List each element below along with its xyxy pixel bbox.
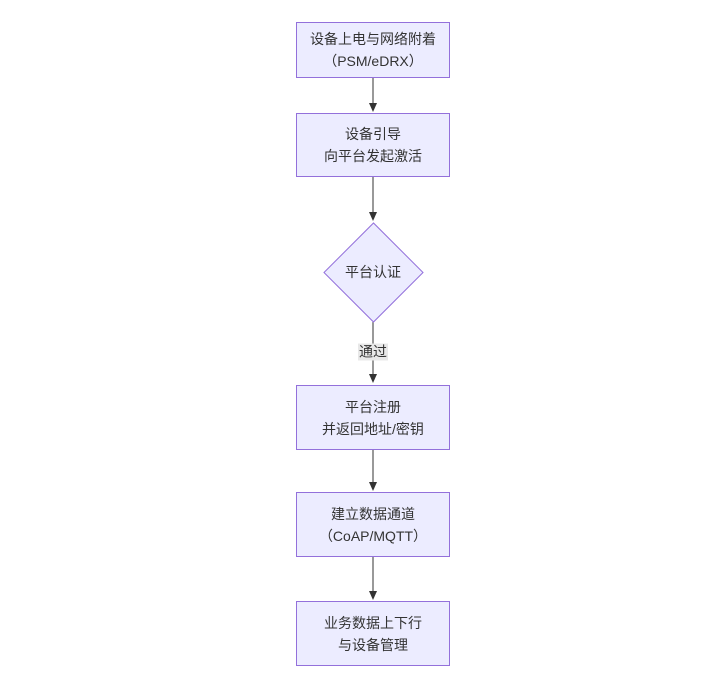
arrow-bootstrap-to-auth <box>369 177 377 221</box>
node-bootstrap: 设备引导 向平台发起激活 <box>296 113 450 177</box>
node-text-line: 业务数据上下行 <box>324 614 422 631</box>
node-text-line: 并返回地址/密钥 <box>322 420 424 437</box>
arrow-register-to-channel <box>369 450 377 491</box>
node-data-channel: 建立数据通道 （CoAP/MQTT） <box>296 492 450 557</box>
node-register: 平台注册 并返回地址/密钥 <box>296 385 450 450</box>
node-text-line: 设备引导 <box>345 126 401 142</box>
arrowhead-icon <box>369 482 377 491</box>
node-text-line: 设备上电与网络附着 <box>310 31 436 47</box>
decision-platform-auth-label: 平台认证 <box>345 264 401 280</box>
node-text-line: 向平台发起激活 <box>324 148 422 164</box>
arrow-power-to-bootstrap <box>369 78 377 112</box>
node-text-line: （CoAP/MQTT） <box>318 527 428 544</box>
node-power-attach: 设备上电与网络附着 （PSM/eDRX） <box>296 22 450 78</box>
arrow-channel-to-business <box>369 557 377 600</box>
node-text-line: 与设备管理 <box>338 636 408 653</box>
node-text-line: 建立数据通道 <box>331 505 415 522</box>
arrowhead-icon <box>369 212 377 221</box>
arrowhead-icon <box>369 591 377 600</box>
node-text-line: 平台注册 <box>345 398 401 415</box>
node-text-line: （PSM/eDRX） <box>323 53 423 69</box>
node-business-data: 业务数据上下行 与设备管理 <box>296 601 450 666</box>
arrowhead-icon <box>369 374 377 383</box>
arrowhead-icon <box>369 103 377 112</box>
edge-label-pass: 通过 <box>358 343 388 361</box>
